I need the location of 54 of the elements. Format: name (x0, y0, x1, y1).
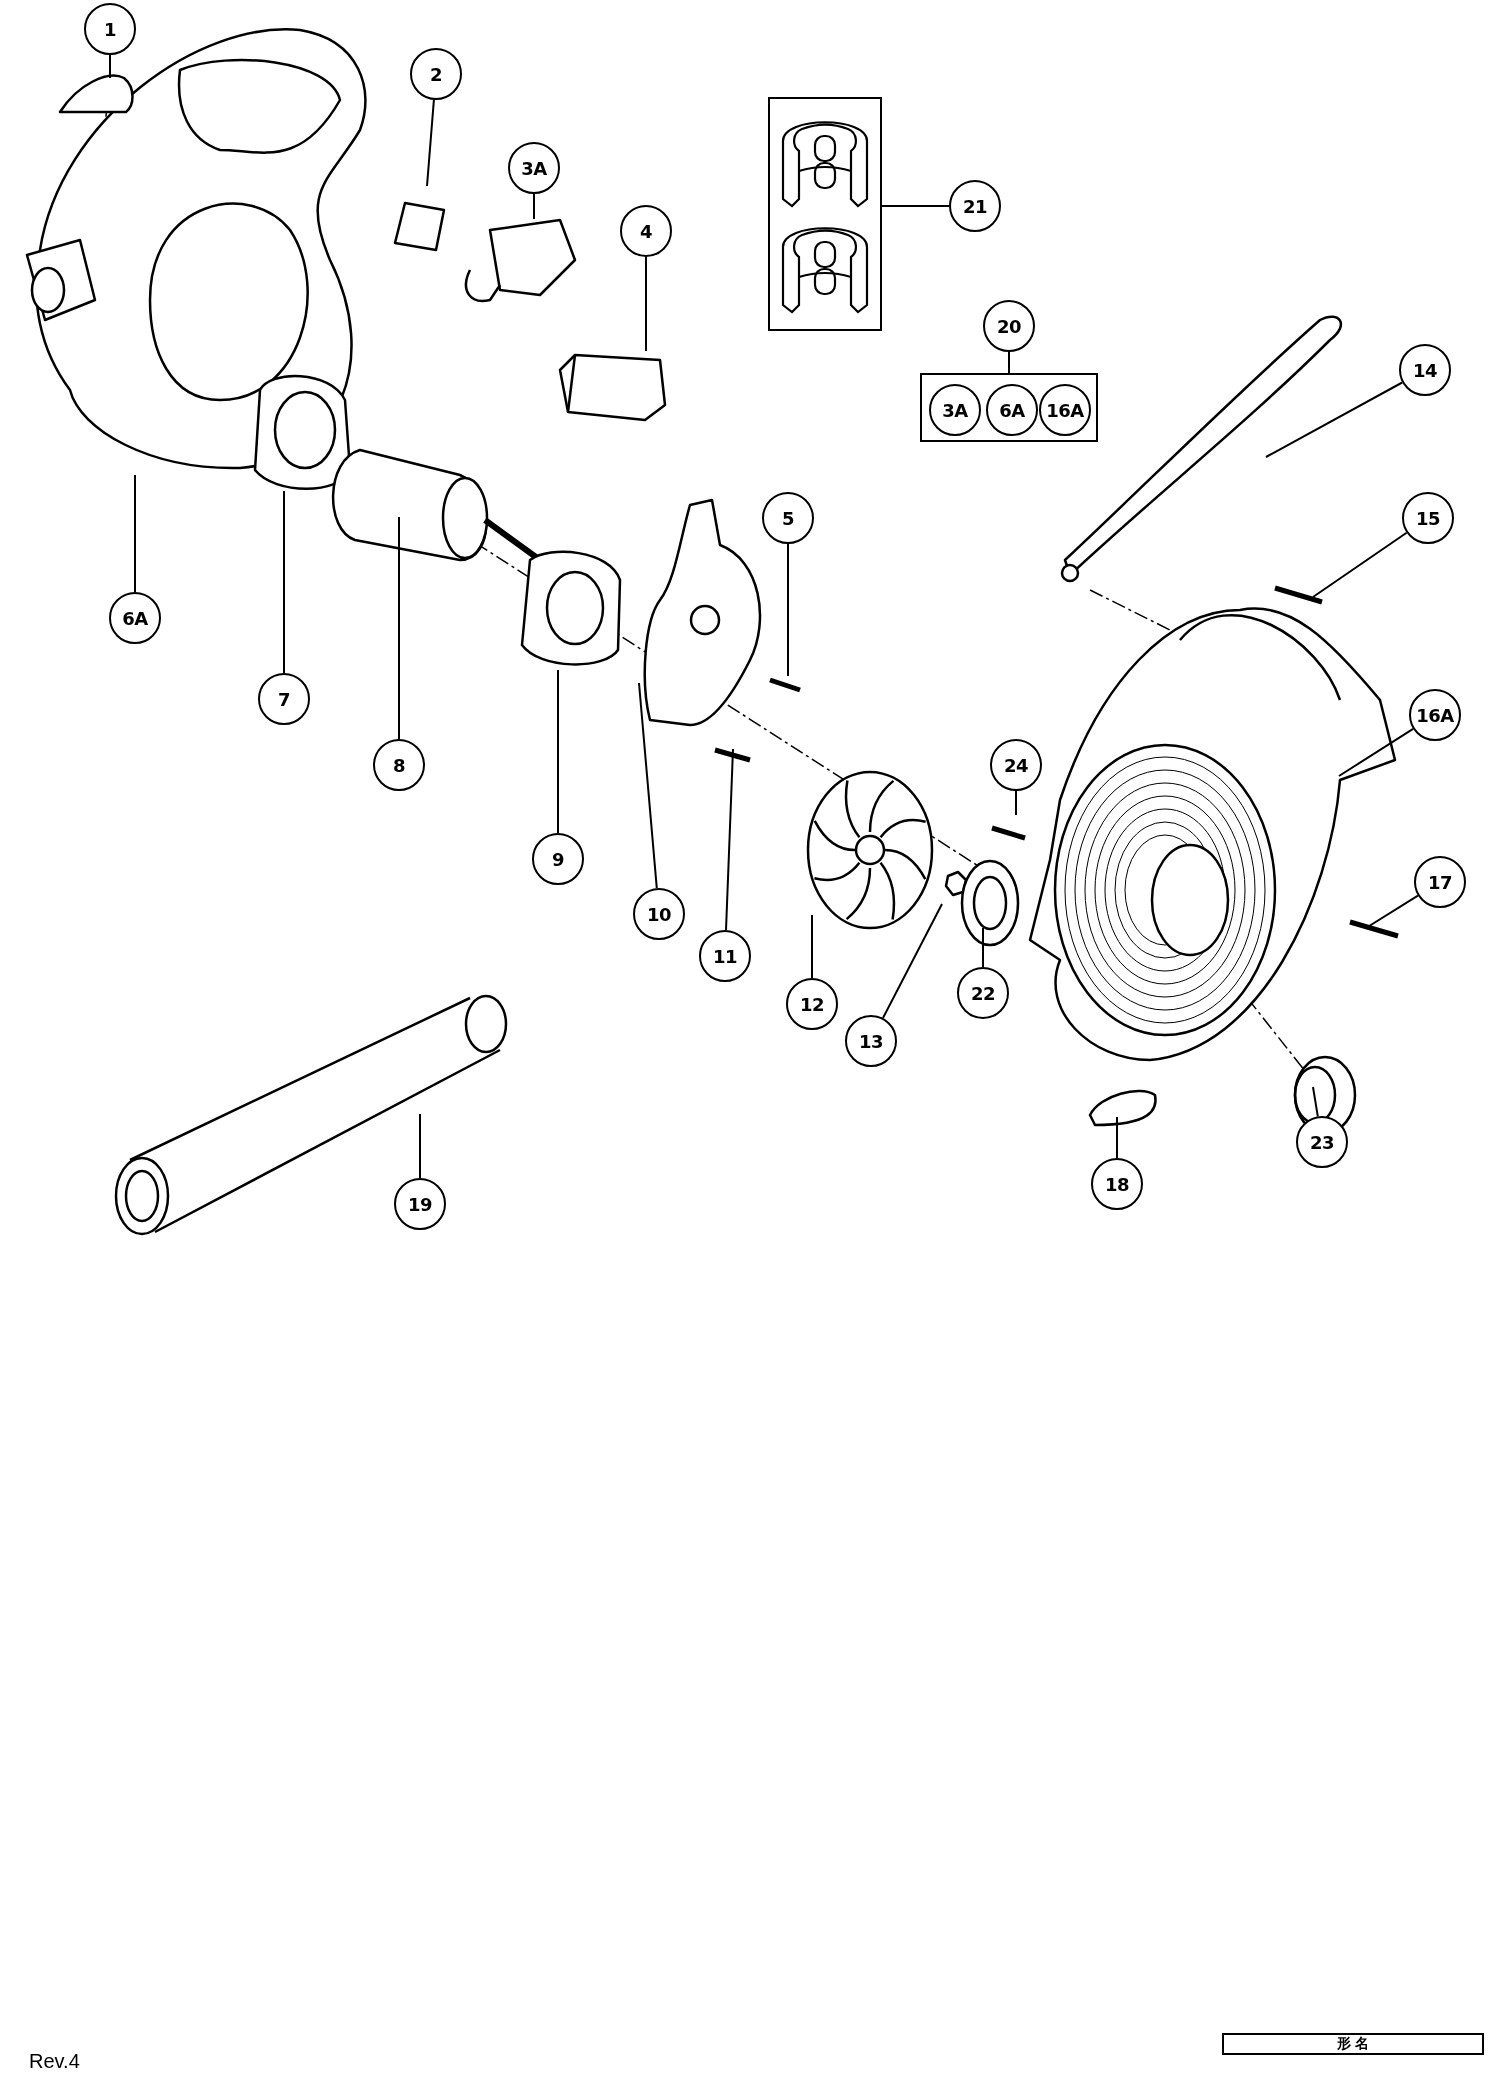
callout-number: 18 (1091, 1158, 1143, 1210)
callout-number: 16A (1409, 689, 1461, 741)
callout-number: 11 (699, 930, 751, 982)
title-block-header: 形 名 (1222, 2033, 1484, 2055)
callout-number: 5 (762, 492, 814, 544)
callout-number: 24 (990, 739, 1042, 791)
leader-line (426, 98, 435, 187)
leader-line (811, 914, 813, 979)
callout-number: 12 (786, 978, 838, 1030)
leader-line (557, 669, 559, 834)
callout-number: 14 (1399, 344, 1451, 396)
callout-number: 8 (373, 739, 425, 791)
part-box (768, 97, 882, 331)
callout-number: 6A (986, 384, 1038, 436)
leader-line (1312, 531, 1408, 598)
callout-number: 20 (983, 300, 1035, 352)
part-box (920, 373, 1098, 442)
callout-number: 15 (1402, 492, 1454, 544)
callout-number: 6A (109, 592, 161, 644)
leader-line (398, 516, 400, 740)
leader-line (1008, 351, 1010, 374)
leader-line (787, 543, 789, 677)
callout-number: 13 (845, 1015, 897, 1067)
leader-line (109, 54, 111, 79)
leader-line (533, 193, 535, 220)
callout-number: 10 (633, 888, 685, 940)
callout-number: 21 (949, 180, 1001, 232)
leader-line (1338, 727, 1415, 777)
leader-line (134, 474, 136, 593)
callout-number: 23 (1296, 1116, 1348, 1168)
callout-number: 2 (410, 48, 462, 100)
callout-number: 19 (394, 1178, 446, 1230)
callout-number: 17 (1414, 856, 1466, 908)
leader-line (638, 682, 658, 890)
callout-number: 16A (1039, 384, 1091, 436)
leader-line (882, 903, 943, 1019)
leader-line (283, 490, 285, 674)
leader-line (1312, 1086, 1319, 1118)
leader-line (1116, 1116, 1118, 1159)
callout-number: 9 (532, 833, 584, 885)
callout-number: 4 (620, 205, 672, 257)
leader-line (645, 256, 647, 352)
leader-line (725, 748, 734, 931)
leader-line (1015, 790, 1017, 816)
leader-line (419, 1113, 421, 1179)
callout-number: 7 (258, 673, 310, 725)
leader-line (881, 205, 950, 207)
callout-number: 3A (929, 384, 981, 436)
leader-line (982, 927, 984, 968)
revision-note: Rev.4 (29, 2050, 80, 2073)
callout-number: 3A (508, 142, 560, 194)
callout-number: 22 (957, 967, 1009, 1019)
leader-line (1265, 381, 1404, 458)
callout-number: 1 (84, 3, 136, 55)
